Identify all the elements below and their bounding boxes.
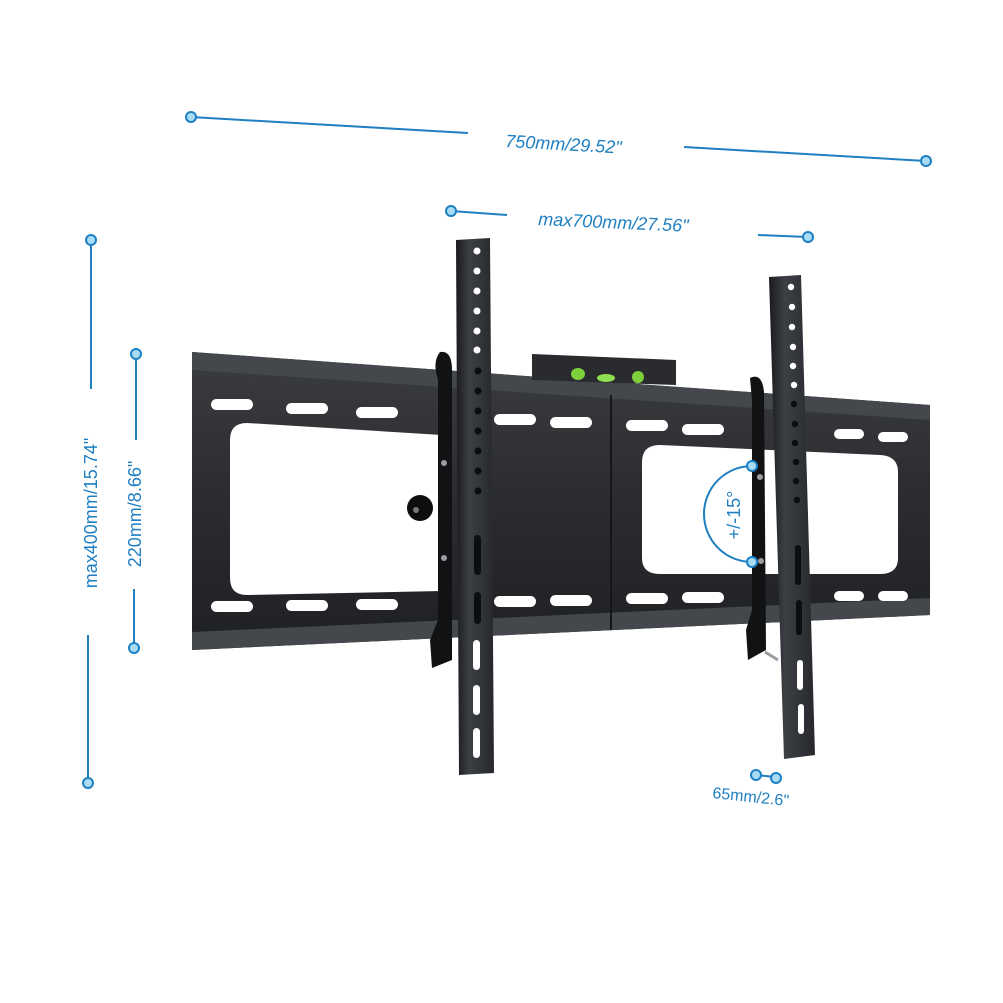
tilt-knob [407, 495, 433, 521]
label-max-vesa-height: max400mm/15.74" [81, 438, 101, 588]
dimension-overall-width [185, 111, 932, 167]
spirit-level [532, 354, 676, 385]
right-vertical-arm [769, 275, 815, 759]
label-wall-depth: 65mm/2.6" [712, 785, 790, 810]
dimension-wall-depth [750, 769, 782, 784]
label-tilt-angle: +/-15° [724, 491, 744, 540]
dimension-max-vesa-width [445, 205, 814, 243]
label-max-vesa-width: max700mm/27.56" [538, 209, 691, 236]
right-tilt-bracket [746, 376, 779, 662]
left-tilt-bracket [407, 351, 452, 668]
label-plate-height: 220mm/8.66" [125, 461, 145, 567]
dimension-max-vesa-height [82, 234, 97, 789]
left-vertical-arm [456, 238, 494, 775]
wall-plate [192, 352, 930, 650]
label-overall-width: 750mm/29.52" [505, 131, 624, 158]
dimension-tilt-angle [703, 460, 758, 568]
dimension-plate-height [128, 348, 142, 654]
